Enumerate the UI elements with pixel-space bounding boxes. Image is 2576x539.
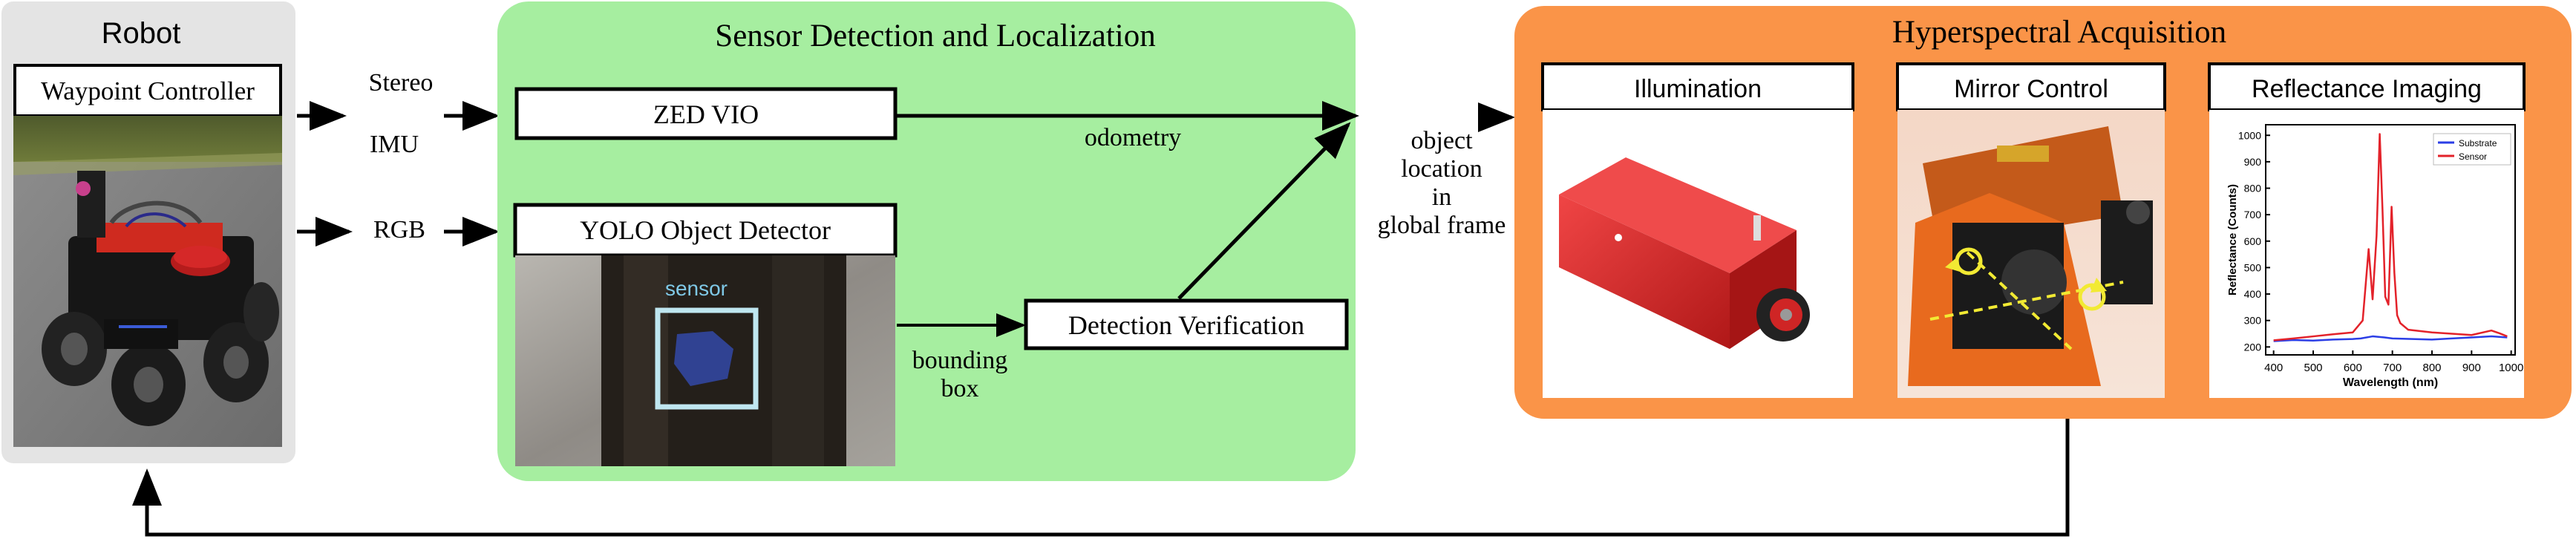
x-tick-label: 800 xyxy=(2422,362,2441,374)
x-tick-label: 700 xyxy=(2383,362,2402,374)
hyper-panel-title: Hyperspectral Acquisition xyxy=(1892,15,2226,50)
rotate-arrow-icon xyxy=(2078,278,2107,311)
waypoint-controller-label: Waypoint Controller xyxy=(41,76,255,105)
robot-panel: Robot Waypoint Controller xyxy=(1,1,295,463)
object-location-line1: object xyxy=(1410,127,1473,154)
detection-verification-label: Detection Verification xyxy=(1068,310,1304,340)
legend-box xyxy=(2433,133,2511,166)
light-source-icon xyxy=(1559,157,1810,349)
odometry-label: odometry xyxy=(1085,124,1181,151)
chart-plot-frame xyxy=(2265,124,2516,356)
yolo-detector-box xyxy=(513,203,898,258)
imu-label: IMU xyxy=(370,131,419,158)
illumination-box xyxy=(1541,62,1854,111)
mirror-photo xyxy=(1897,110,2165,398)
sensor-panel-title: Sensor Detection and Localization xyxy=(715,19,1155,53)
legend-label: Sensor xyxy=(2459,151,2487,162)
y-tick-label: 1000 xyxy=(2238,129,2261,141)
hyperspectral-panel: Hyperspectral Acquisition Illumination M… xyxy=(1514,6,2572,419)
scan-axis-line xyxy=(1929,281,2124,321)
reflectance-imaging-box xyxy=(2208,62,2526,111)
robot-title: Robot xyxy=(102,17,181,50)
feedback-arrow-to-robot xyxy=(132,419,2070,537)
series-line-sensor xyxy=(2273,133,2508,342)
stereo-label: Stereo xyxy=(369,69,434,97)
y-tick-label: 700 xyxy=(2244,209,2262,220)
detection-image: sensor xyxy=(515,255,895,466)
x-tick-label: 1000 xyxy=(2499,362,2523,374)
bounding-box-label-line1: bounding xyxy=(912,347,1007,374)
wheel-icon xyxy=(243,282,279,342)
y-tick-label: 600 xyxy=(2244,235,2262,247)
zed-vio-label: ZED VIO xyxy=(653,99,759,129)
bounding-box-label-line2: box xyxy=(941,375,979,402)
x-tick-label: 500 xyxy=(2304,362,2322,374)
y-tick-label: 800 xyxy=(2244,183,2262,195)
x-tick-label: 400 xyxy=(2264,362,2283,374)
wheel-icon xyxy=(203,322,269,402)
wheel-icon xyxy=(42,312,107,386)
x-tick-label: 600 xyxy=(2344,362,2362,374)
detection-class-tag: sensor xyxy=(665,277,728,300)
object-location-line3: in xyxy=(1432,183,1451,211)
y-tick-label: 900 xyxy=(2244,156,2262,168)
waypoint-controller-box xyxy=(13,64,282,117)
wheel-icon xyxy=(111,343,186,426)
x-axis-label: Wavelength (nm) xyxy=(2343,376,2438,389)
object-location-line4: global frame xyxy=(1378,212,1506,239)
series-line-substrate xyxy=(2273,335,2508,342)
y-tick-label: 500 xyxy=(2244,261,2262,273)
sensor-detection-panel: Sensor Detection and Localization ZED VI… xyxy=(497,1,1359,481)
legend-label: Substrate xyxy=(2459,138,2497,148)
rgb-label: RGB xyxy=(373,216,425,244)
object-location-line2: location xyxy=(1401,155,1482,183)
zed-vio-box xyxy=(514,87,898,140)
x-tick-label: 900 xyxy=(2462,362,2481,374)
rotate-arrow-icon xyxy=(1945,247,1983,275)
y-tick-label: 400 xyxy=(2244,288,2262,300)
illumination-photo xyxy=(1543,110,1853,398)
y-axis-label: Reflectance (Counts) xyxy=(2226,184,2239,295)
detection-bounding-box xyxy=(655,307,759,410)
y-tick-label: 300 xyxy=(2244,315,2262,327)
reflectance-chart: 400 500 600 700 800 900 1000 200 300 400 500 600 700… xyxy=(2226,124,2523,389)
y-tick-label: 200 xyxy=(2244,341,2262,353)
scan-axis-line xyxy=(1966,251,2073,350)
arrow-verification-to-location xyxy=(1177,122,1351,300)
illumination-label: Illumination xyxy=(1634,75,1762,103)
reflectance-imaging-label: Reflectance Imaging xyxy=(2252,75,2482,103)
robot-photo xyxy=(13,116,282,447)
mirror-control-label: Mirror Control xyxy=(1954,75,2108,103)
detection-verification-box xyxy=(1024,298,1349,350)
yolo-detector-label: YOLO Object Detector xyxy=(580,215,831,245)
